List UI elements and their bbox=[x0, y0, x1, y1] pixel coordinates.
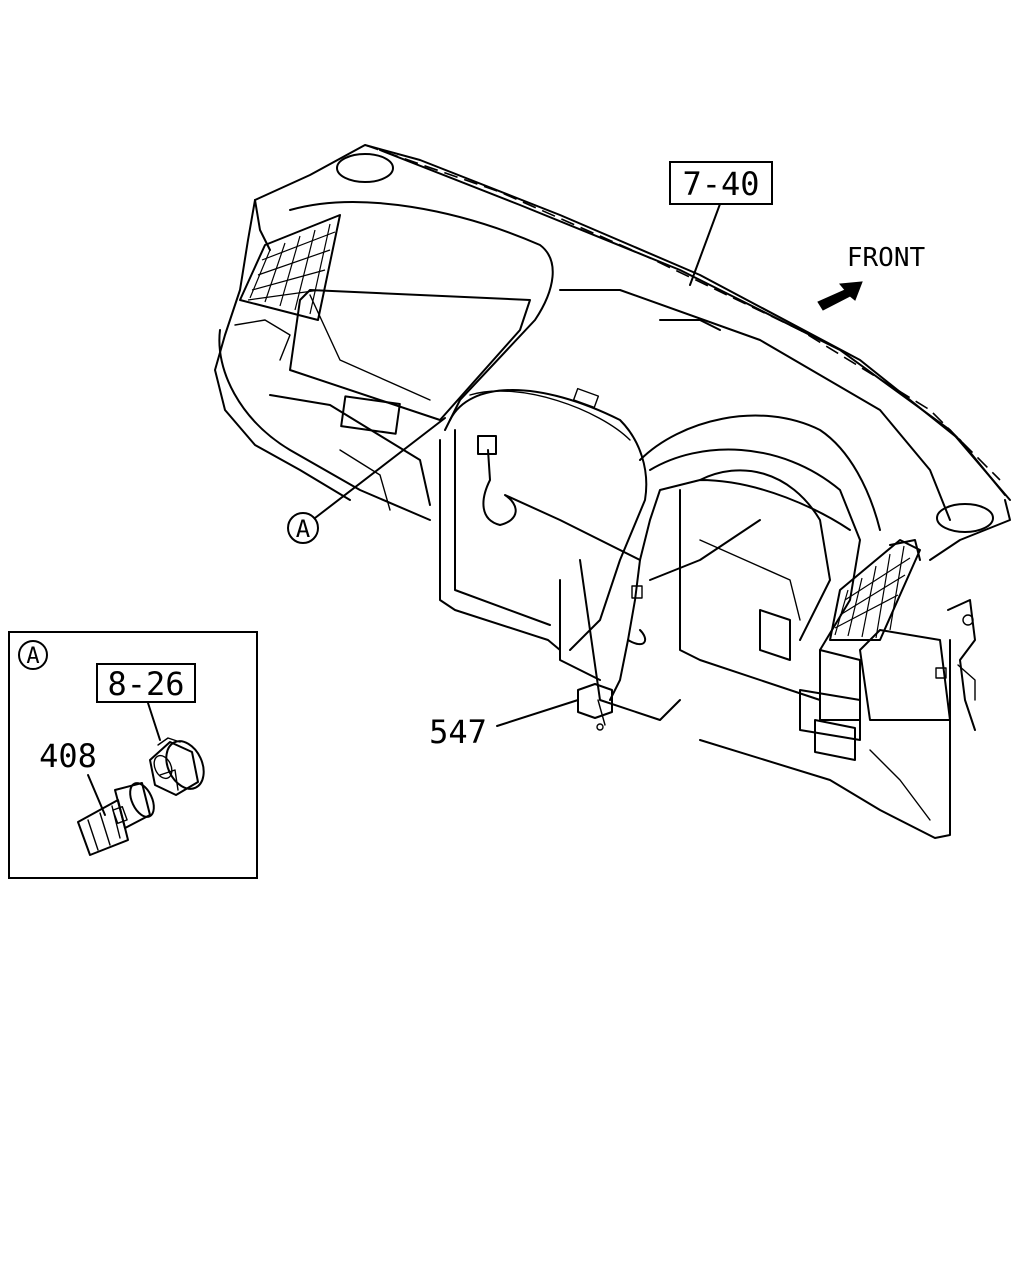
detail-a-callout: A bbox=[287, 417, 446, 544]
part-547-label: 547 bbox=[429, 713, 487, 751]
inset-a-marker: A bbox=[26, 644, 39, 669]
lighter-socket-drawing bbox=[149, 737, 205, 796]
ref-main-label: 7-40 bbox=[682, 165, 759, 203]
front-arrow-icon bbox=[817, 281, 863, 311]
detail-a-marker: A bbox=[296, 515, 311, 543]
lighter-plug-drawing bbox=[77, 782, 155, 856]
front-label: FRONT bbox=[847, 243, 926, 273]
front-direction-indicator: FRONT bbox=[817, 243, 926, 311]
part-547-callout: 547 bbox=[429, 699, 579, 751]
instrument-panel-drawing bbox=[214, 144, 1011, 839]
part-408-label: 408 bbox=[39, 737, 97, 775]
detail-a-inset: A 8-26 408 bbox=[8, 631, 258, 879]
ref-inset-label: 8-26 bbox=[107, 665, 184, 703]
reference-7-40: 7-40 bbox=[669, 161, 773, 286]
